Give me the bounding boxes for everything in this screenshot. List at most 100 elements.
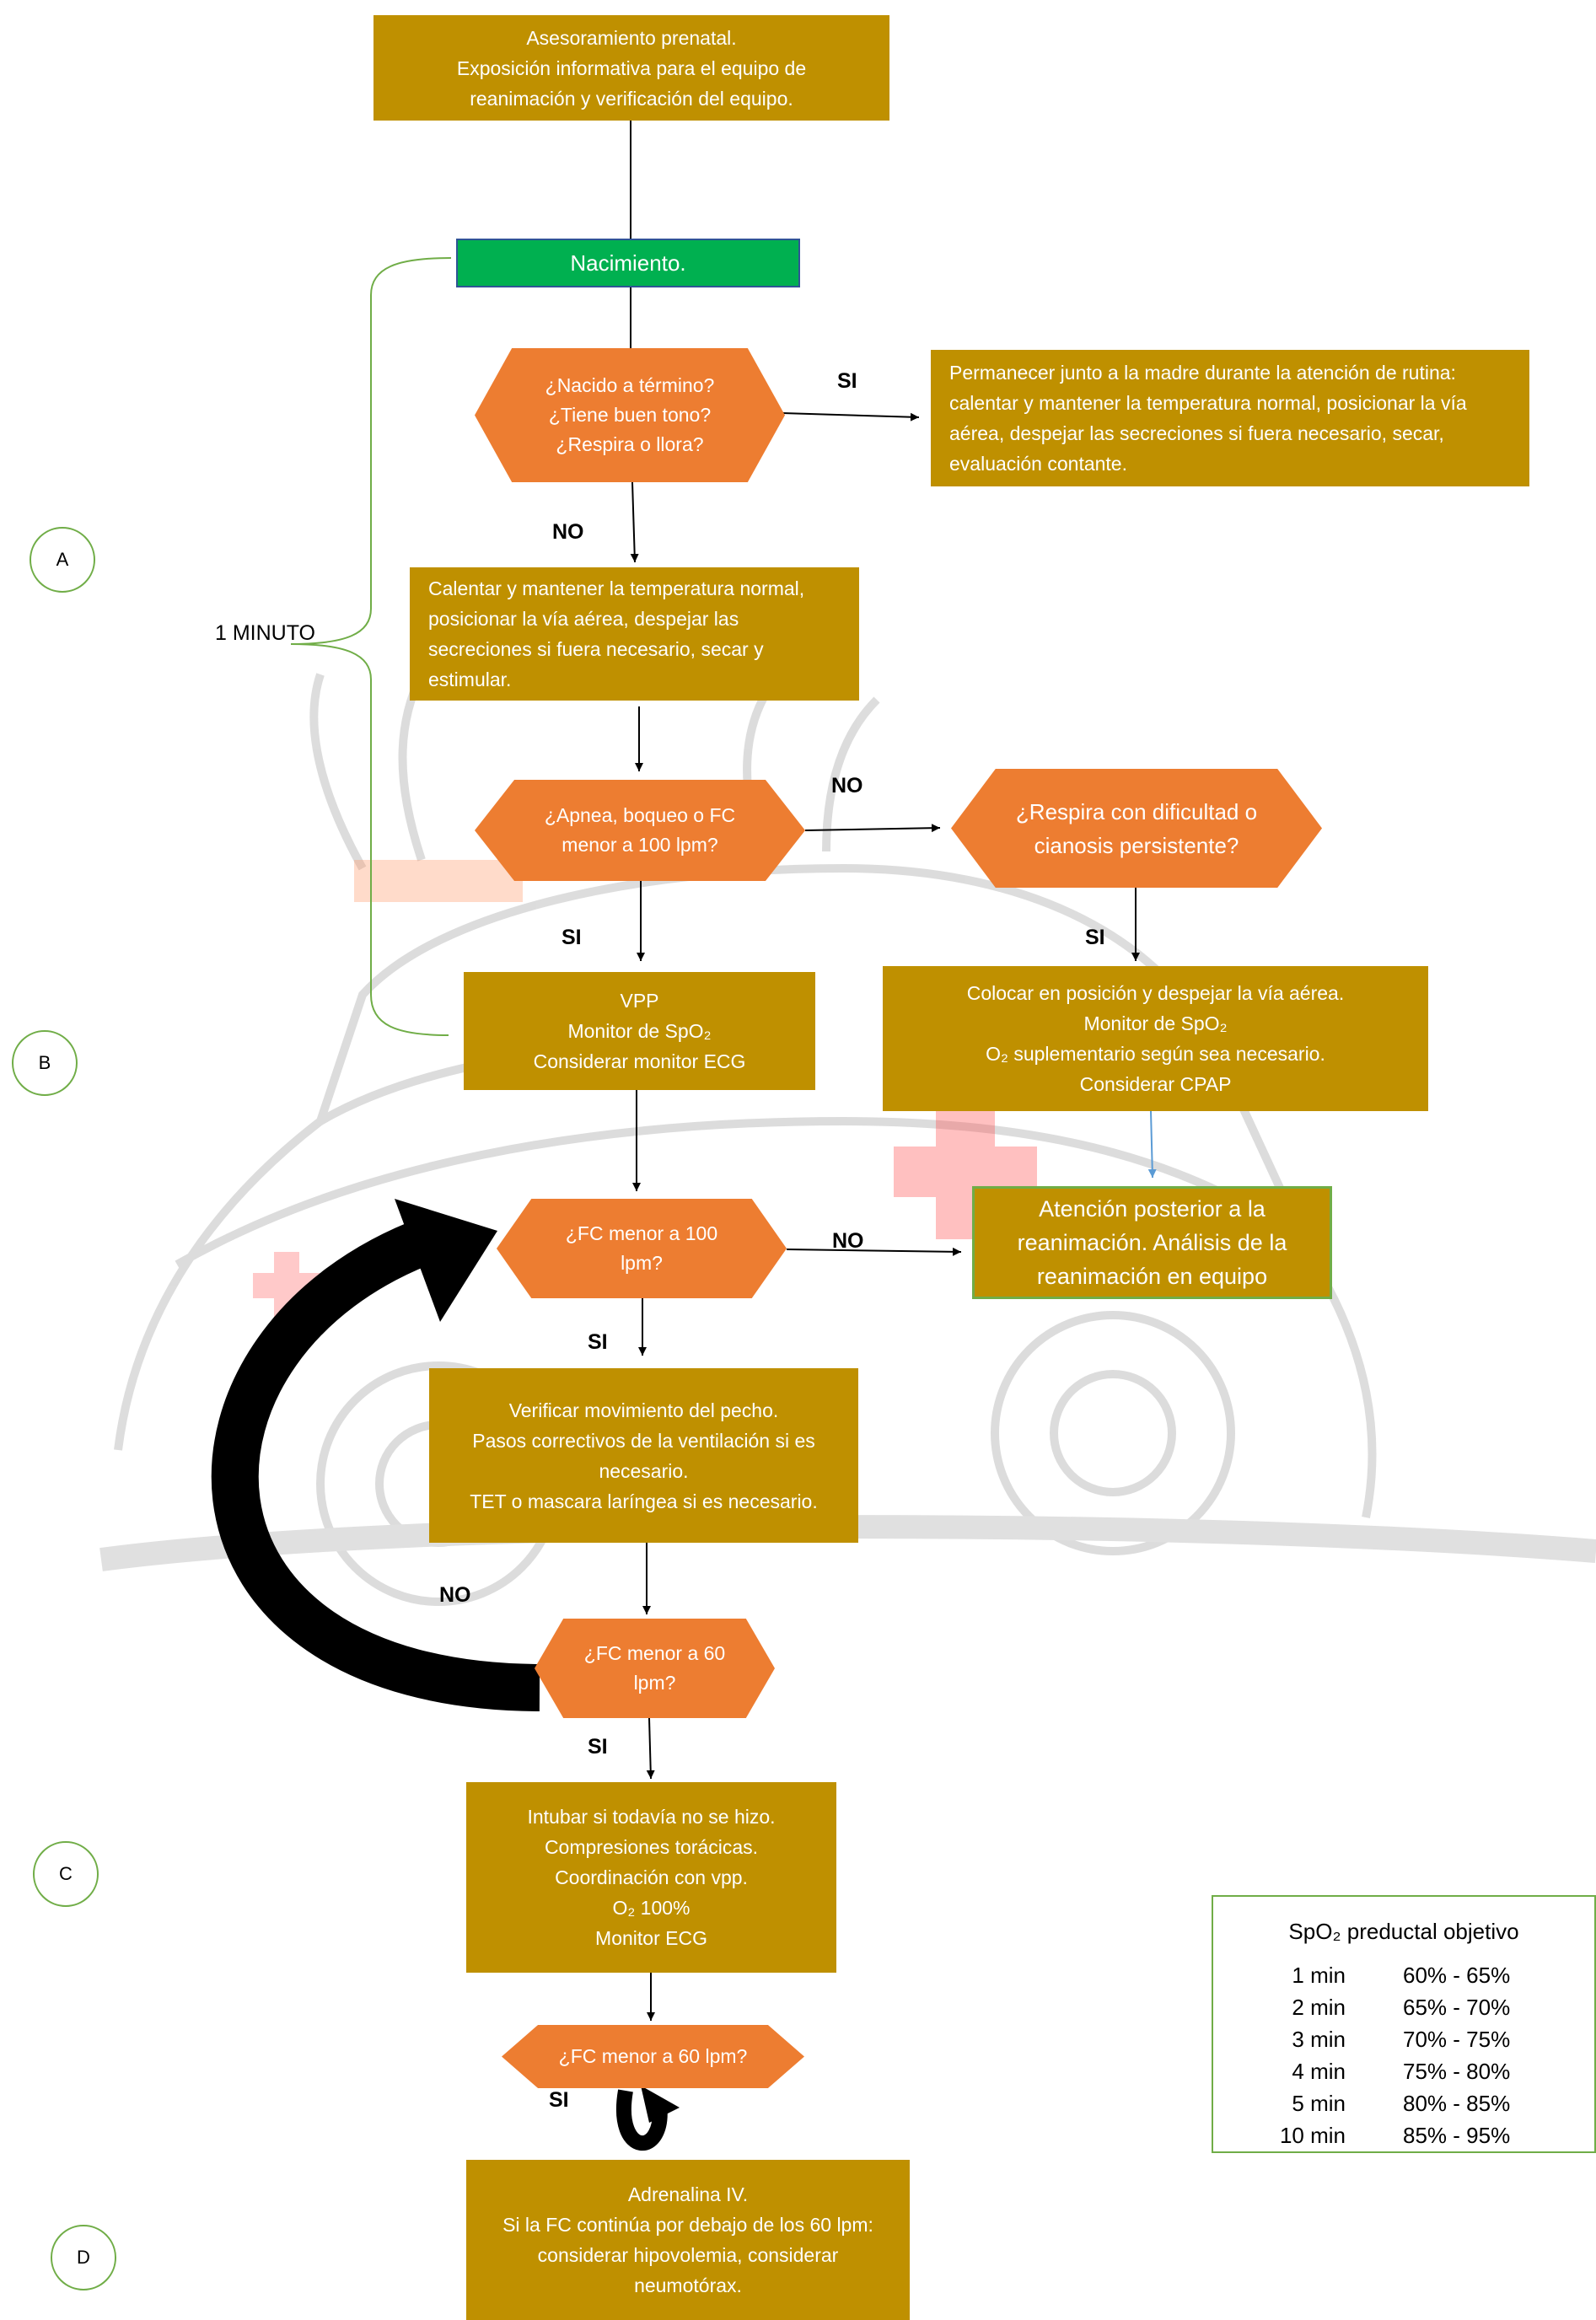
ppv-box: VPP Monitor de SpO₂ Considerar monitor E… xyxy=(464,972,815,1090)
q4-line-1: ¿FC menor a 100 xyxy=(565,1222,718,1244)
spo2-row-time: 2 min xyxy=(1292,1995,1346,2020)
verify-line-2: Pasos correctivos de la ventilación si e… xyxy=(472,1429,815,1452)
adrenaline-line-1: Adrenalina IV. xyxy=(627,2183,749,2205)
spo2-row: 10 min 85% - 95% xyxy=(1213,2123,1594,2155)
step-marker-a-label: A xyxy=(56,549,69,570)
q1-line-2: ¿Tiene buen tono? xyxy=(548,404,712,426)
label-si-position: SI xyxy=(1085,926,1105,949)
q5-line-1: ¿FC menor a 60 xyxy=(583,1642,726,1664)
spo2-row: 2 min 65% - 70% xyxy=(1213,1995,1594,2027)
spo2-table-title: SpO₂ preductal objetivo xyxy=(1288,1919,1519,1944)
q1-line-3: ¿Respira o llora? xyxy=(556,433,704,455)
label-si-verify: SI xyxy=(588,1330,608,1354)
post-resuscitation-box: Atención posterior a la reanimación. Aná… xyxy=(972,1186,1332,1299)
routine-line-1: Permanecer junto a la madre durante la a… xyxy=(949,362,1456,384)
birth-box: Nacimiento. xyxy=(456,239,800,287)
decision-term-tone-breathing: ¿Nacido a término? ¿Tiene buen tono? ¿Re… xyxy=(475,348,785,482)
spo2-row-range: 75% - 80% xyxy=(1403,2059,1511,2084)
intubate-line-5: Monitor ECG xyxy=(595,1927,707,1949)
verify-line-3: necesario. xyxy=(599,1459,689,1482)
verify-line-4: TET o mascara laríngea si es necesario. xyxy=(470,1490,818,1512)
label-si-intubate: SI xyxy=(588,1735,608,1759)
spo2-row-range: 70% - 75% xyxy=(1403,2027,1511,2052)
prenatal-line-2: Exposición informativa para el equipo de xyxy=(456,56,807,79)
spo2-row-time: 10 min xyxy=(1279,2123,1346,2148)
arrow-q4-post xyxy=(786,1247,962,1256)
vpp-line-3: Considerar monitor ECG xyxy=(533,1050,746,1072)
warm-line-1: Calentar y mantener la temperatura norma… xyxy=(428,577,805,599)
label-si-adrenaline: SI xyxy=(549,2088,569,2112)
loop-arrow-q5-q4 xyxy=(211,1216,540,1711)
decision-hr-below-100: ¿FC menor a 100 lpm? xyxy=(497,1199,787,1298)
post-line-3: reanimación en equipo xyxy=(1036,1264,1268,1289)
adrenaline-line-3: considerar hipovolemia, considerar xyxy=(537,2244,839,2266)
warm-line-3: secreciones si fuera necesario, secar y xyxy=(428,638,764,660)
spo2-row-range: 85% - 95% xyxy=(1403,2123,1511,2148)
arrow-q1-routine xyxy=(782,412,920,422)
q3-line-1: ¿Respira con dificultad o xyxy=(1015,798,1258,824)
intubate-line-2: Compresiones torácicas. xyxy=(544,1836,759,1858)
spo2-row-time: 5 min xyxy=(1292,2091,1346,2116)
airway-position-box: Colocar en posición y despejar la vía aé… xyxy=(883,966,1428,1111)
position-line-3: O₂ suplementario según sea necesario. xyxy=(986,1043,1325,1065)
verify-line-1: Verificar movimiento del pecho. xyxy=(508,1399,779,1421)
loop-arrow-q6 xyxy=(616,2089,668,2151)
spo2-row: 4 min 75% - 80% xyxy=(1213,2059,1594,2091)
arrow-q2-q3 xyxy=(804,824,941,833)
position-line-4: Considerar CPAP xyxy=(1079,1073,1232,1095)
post-line-1: Atención posterior a la xyxy=(1039,1196,1266,1222)
spo2-row: 3 min 70% - 75% xyxy=(1213,2027,1594,2059)
arrow-q5-intubate xyxy=(646,1717,655,1780)
prenatal-line-1: Asesoramiento prenatal. xyxy=(526,26,737,49)
adrenaline-line-4: neumotórax. xyxy=(634,2274,742,2296)
label-no-breathing: NO xyxy=(831,774,863,798)
birth-label: Nacimiento. xyxy=(570,250,686,276)
step-marker-d: D xyxy=(51,2225,116,2290)
arrow-q1-warm xyxy=(630,481,639,563)
step-marker-c: C xyxy=(33,1841,99,1907)
spo2-target-table: SpO₂ preductal objetivo 1 min 60% - 65% … xyxy=(1212,1895,1596,2153)
step-marker-d-label: D xyxy=(77,2247,90,2268)
intubation-compressions-box: Intubar si todavía no se hizo. Compresio… xyxy=(466,1782,836,1973)
ventilation-check-box: Verificar movimiento del pecho. Pasos co… xyxy=(429,1368,858,1543)
spo2-row-time: 1 min xyxy=(1292,1963,1346,1988)
routine-care-box: Permanecer junto a la madre durante la a… xyxy=(931,350,1529,486)
q3-line-2: cianosis persistente? xyxy=(1034,832,1239,858)
position-line-1: Colocar en posición y despejar la vía aé… xyxy=(966,982,1345,1004)
spo2-row-time: 4 min xyxy=(1292,2059,1346,2084)
decision-hr-below-60: ¿FC menor a 60 lpm? xyxy=(535,1619,775,1718)
decision-apnea-hr: ¿Apnea, boqueo o FC menor a 100 lpm? xyxy=(475,780,805,881)
vpp-line-2: Monitor de SpO₂ xyxy=(567,1020,712,1042)
spo2-row-time: 3 min xyxy=(1292,2027,1346,2052)
step-marker-a: A xyxy=(30,527,95,593)
q5-line-2: lpm? xyxy=(633,1672,676,1694)
label-no-post: NO xyxy=(832,1229,864,1253)
arrow-position-post xyxy=(1147,1110,1157,1179)
label-no-loop: NO xyxy=(439,1583,471,1607)
one-minute-label: 1 MINUTO xyxy=(215,621,315,645)
routine-line-4: evaluación contante. xyxy=(949,453,1127,475)
q4-line-2: lpm? xyxy=(621,1252,663,1274)
step-marker-b: B xyxy=(12,1030,78,1096)
q2-line-1: ¿Apnea, boqueo o FC xyxy=(544,804,736,826)
intubate-line-4: O₂ 100% xyxy=(612,1897,691,1919)
warm-line-2: posicionar la vía aérea, despejar las xyxy=(428,608,739,630)
routine-line-3: aérea, despejar las secreciones si fuera… xyxy=(949,422,1444,444)
decision-breathing-difficulty: ¿Respira con dificultad o cianosis persi… xyxy=(951,769,1322,888)
label-si-ppv: SI xyxy=(562,926,582,949)
spo2-row-range: 80% - 85% xyxy=(1403,2091,1511,2116)
post-line-2: reanimación. Análisis de la xyxy=(1017,1230,1287,1255)
label-no-warm: NO xyxy=(552,520,584,544)
position-line-2: Monitor de SpO₂ xyxy=(1083,1012,1228,1034)
label-si-routine: SI xyxy=(837,369,857,393)
adrenaline-line-2: Si la FC continúa por debajo de los 60 l… xyxy=(502,2214,873,2236)
spo2-row-range: 65% - 70% xyxy=(1403,1995,1511,2020)
intubate-line-1: Intubar si todavía no se hizo. xyxy=(527,1806,776,1828)
decision-hr-below-60-again: ¿FC menor a 60 lpm? xyxy=(502,2025,804,2088)
step-marker-b-label: B xyxy=(38,1052,51,1073)
intubate-line-3: Coordinación con vpp. xyxy=(555,1866,748,1888)
adrenaline-box: Adrenalina IV. Si la FC continúa por deb… xyxy=(466,2160,910,2320)
routine-line-2: calentar y mantener la temperatura norma… xyxy=(949,392,1467,414)
prenatal-line-3: reanimación y verificación del equipo. xyxy=(470,87,793,110)
